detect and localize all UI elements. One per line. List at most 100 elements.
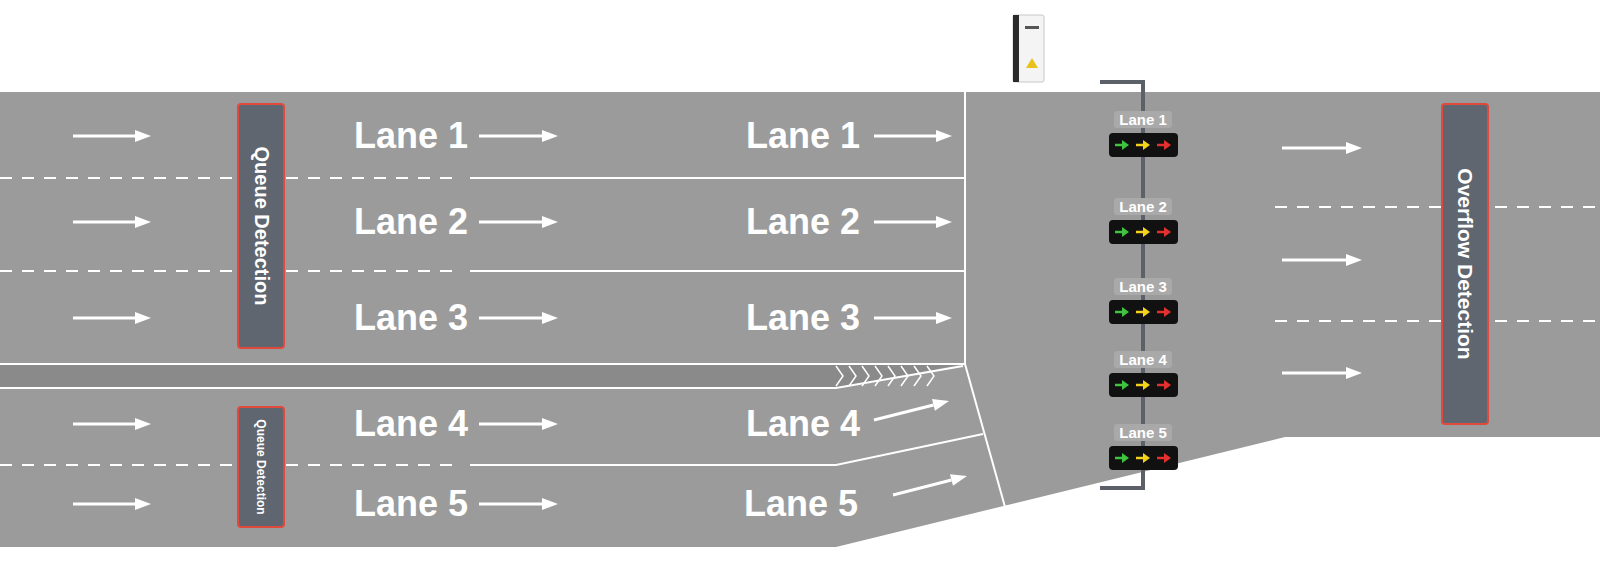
arrow-head <box>135 418 151 430</box>
detection-zone: Overflow Detection <box>1441 103 1489 425</box>
chevron <box>849 366 856 386</box>
arrow-head <box>1143 453 1150 463</box>
arrow-shaft <box>73 503 135 506</box>
arrow-head <box>1122 227 1129 237</box>
arrow-head <box>1346 254 1362 266</box>
arrow-shaft <box>1115 231 1122 234</box>
lane-label: Lane 5 <box>354 486 468 522</box>
lane-label: Lane 2 <box>746 204 860 240</box>
arrow-head <box>1346 367 1362 379</box>
lane-label: Lane 5 <box>744 486 858 522</box>
arrow-shaft <box>874 135 936 138</box>
zone-label: Queue Detection <box>254 419 268 514</box>
median-edge <box>0 366 963 388</box>
arrow-shaft <box>479 503 542 506</box>
arrow-head <box>1122 140 1129 150</box>
arrow-shaft <box>479 221 542 224</box>
arrow-shaft <box>73 423 135 426</box>
arrow-shaft <box>73 221 135 224</box>
lane-line <box>470 434 983 465</box>
arrow-head <box>936 130 952 142</box>
median <box>0 364 963 388</box>
arrow-shaft <box>1115 144 1122 147</box>
chevron <box>836 366 843 386</box>
arrow-head <box>1164 453 1171 463</box>
arrow-shaft <box>1136 231 1143 234</box>
arrow-shaft <box>1115 311 1122 314</box>
median-chevrons <box>836 366 934 386</box>
arrow-shaft <box>479 135 542 138</box>
arrow-head <box>542 216 558 228</box>
signal-controller <box>1013 15 1044 82</box>
arrow-shaft <box>1115 457 1122 460</box>
arrow-shaft <box>874 221 936 224</box>
arrow-shaft <box>1157 457 1164 460</box>
lane-line <box>470 270 965 272</box>
arrow-shaft <box>1157 231 1164 234</box>
arrow-head <box>1122 453 1129 463</box>
chevron <box>927 366 934 386</box>
arrow-shaft <box>1136 311 1143 314</box>
signal-label: Lane 4 <box>1114 351 1172 368</box>
arrow-shaft <box>479 317 542 320</box>
lane-label: Lane 2 <box>354 204 468 240</box>
arrow-shaft <box>1136 384 1143 387</box>
signal-head <box>1109 133 1178 157</box>
arrow-head <box>1164 307 1171 317</box>
signal-label: Lane 5 <box>1114 424 1172 441</box>
lane-label: Lane 4 <box>354 406 468 442</box>
signal-heads <box>1109 133 1178 470</box>
signal-label: Lane 2 <box>1114 198 1172 215</box>
arrow-head <box>1164 227 1171 237</box>
arrow-head <box>542 418 558 430</box>
chevron <box>888 366 895 386</box>
arrow-shaft <box>1157 144 1164 147</box>
signal-label: Lane 1 <box>1114 111 1172 128</box>
zone-label: Overflow Detection <box>1453 168 1477 359</box>
arrow-head <box>1122 307 1129 317</box>
arrow-shaft <box>1157 384 1164 387</box>
arrow-head <box>936 216 952 228</box>
lane-label: Lane 1 <box>354 118 468 154</box>
chevron <box>901 366 908 386</box>
signal-head <box>1109 300 1178 324</box>
arrow-head <box>135 498 151 510</box>
arrow-head <box>936 312 952 324</box>
lane-line <box>470 177 965 179</box>
arrow-shaft <box>893 480 952 495</box>
arrow-shaft <box>1136 457 1143 460</box>
arrow-shaft <box>479 423 542 426</box>
arrow-head <box>542 130 558 142</box>
arrow-head <box>135 312 151 324</box>
arrow-shaft <box>73 317 135 320</box>
median-edge <box>0 363 965 365</box>
arrow-shaft <box>1136 144 1143 147</box>
signal-head <box>1109 373 1178 397</box>
stop-line <box>965 364 1005 507</box>
lane-label: Lane 4 <box>746 406 860 442</box>
stop-line <box>964 92 966 364</box>
zone-label: Queue Detection <box>250 147 273 306</box>
lane-label: Lane 3 <box>354 300 468 336</box>
arrow-head <box>1143 140 1150 150</box>
arrow-head <box>1164 140 1171 150</box>
arrow-shaft <box>1115 384 1122 387</box>
signal-head <box>1109 220 1178 244</box>
arrow-shaft <box>1157 311 1164 314</box>
arrow-head <box>1122 380 1129 390</box>
chevron <box>862 366 869 386</box>
arrow-head <box>950 474 967 486</box>
chevron <box>875 366 882 386</box>
arrow-head <box>1143 307 1150 317</box>
chevron <box>914 366 921 386</box>
arrow-shaft <box>1282 259 1346 262</box>
arrow-head <box>932 399 949 411</box>
signal-head <box>1109 446 1178 470</box>
arrow-shaft <box>874 317 936 320</box>
detection-zone: Queue Detection <box>237 406 285 528</box>
arrow-head <box>1346 142 1362 154</box>
arrow-head <box>135 130 151 142</box>
lane-label: Lane 1 <box>746 118 860 154</box>
